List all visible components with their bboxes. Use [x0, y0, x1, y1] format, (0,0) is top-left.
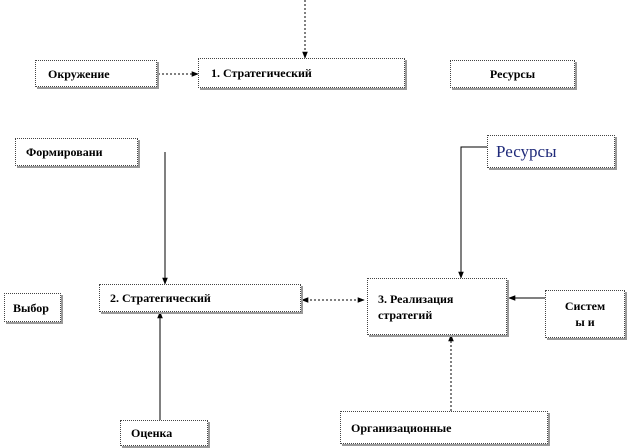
node-stage3-text: 3. Реализация стратегий — [368, 291, 453, 323]
node-stage1-label: 1. Стратегический — [211, 66, 312, 80]
node-evaluation-label: Оценка — [131, 426, 173, 440]
node-stage2-label: 2. Стратегический — [110, 291, 211, 305]
node-organizational: Организационные — [340, 411, 548, 444]
edge-resources-to-stage3 — [458, 146, 487, 279]
node-choice-label: Выбор — [13, 300, 49, 315]
node-stage3: 3. Реализация стратегий — [367, 278, 507, 335]
node-choice: Выбор — [4, 293, 61, 322]
node-systems: Систем ы и — [545, 290, 625, 338]
node-formation: Формировани — [15, 138, 138, 166]
node-resources-right-label: Ресурсы — [496, 141, 557, 161]
node-resources-right: Ресурсы — [487, 135, 615, 168]
node-environment-label: Окружение — [48, 66, 110, 81]
node-environment: Окружение — [35, 60, 157, 87]
node-resources-top: Ресурсы — [450, 60, 575, 88]
node-formation-label: Формировани — [26, 145, 103, 159]
node-systems-line2: ы и — [575, 315, 595, 329]
node-stage3-line2: стратегий — [378, 307, 433, 322]
node-systems-text: Систем ы и — [546, 298, 624, 330]
node-systems-line1: Систем — [564, 299, 606, 313]
node-stage1: 1. Стратегический — [198, 58, 405, 88]
node-evaluation: Оценка — [120, 420, 208, 446]
node-stage2: 2. Стратегический — [99, 284, 301, 312]
node-organizational-label: Организационные — [351, 420, 452, 435]
node-stage3-line1: 3. Реализация — [378, 291, 454, 306]
node-resources-top-label: Ресурсы — [489, 67, 536, 81]
